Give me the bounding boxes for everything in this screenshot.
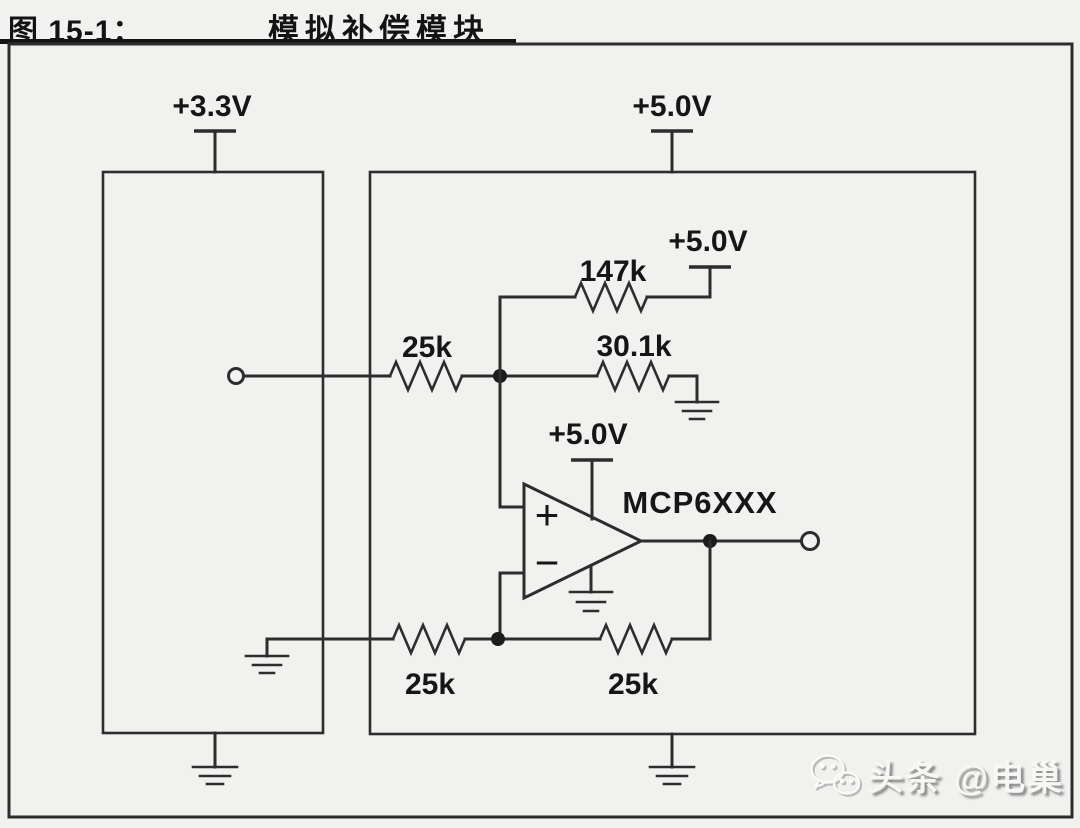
ground-bottom-icon (244, 654, 290, 675)
ground-opamp-icon (568, 590, 614, 613)
resistor-25k-top-label: 25k (402, 331, 452, 364)
caption-underline (0, 39, 516, 44)
opamp-supply-label: +5.0V (548, 418, 627, 451)
right-box-ground (648, 732, 696, 786)
divider-network: 30.1k (595, 330, 720, 421)
ground-left-box-icon (191, 765, 239, 786)
ground-right-box-icon (648, 765, 696, 786)
feedback-top-network: 147k +5.0V (498, 225, 748, 509)
input-network: 25k (227, 331, 599, 394)
ground-divider-icon (674, 400, 720, 421)
opamp-minus-sign: − (535, 539, 560, 586)
resistor-25k-bottom-left (391, 621, 467, 657)
resistor-25k-bottom-left-label: 25k (405, 668, 455, 701)
supply-3v3-label: +3.3V (172, 90, 251, 123)
resistor-30k1 (595, 358, 671, 394)
supply-3v3: +3.3V (172, 90, 252, 174)
output-network (639, 531, 820, 641)
input-terminal (227, 367, 245, 385)
figure-frame (7, 42, 1074, 819)
resistor-30k1-label: 30.1k (596, 330, 671, 363)
opamp-plus-sign: + (535, 491, 560, 538)
resistor-147k (573, 279, 649, 315)
resistor-147k-label: 147k (580, 255, 647, 288)
left-box-ground (191, 731, 239, 786)
opamp-part-number: MCP6XXX (622, 485, 777, 520)
left-module-box (101, 170, 325, 735)
junction-inverting (491, 632, 505, 646)
supply-5v-box: +5.0V (632, 90, 712, 174)
opamp-triangle (522, 481, 645, 601)
figure-caption: 图 15-1： 模拟补偿模块 (0, 0, 1080, 48)
supply-5v-feedback-label: +5.0V (668, 225, 747, 258)
output-terminal (800, 531, 820, 551)
resistor-25k-bottom-right (598, 621, 674, 657)
feedback-bottom-network: 25k 25k (244, 621, 712, 701)
resistor-25k-bottom-right-label: 25k (608, 668, 658, 701)
supply-5v-box-label: +5.0V (632, 90, 711, 123)
opamp: + − MCP6XXX +5.0V (498, 418, 777, 641)
resistor-25k-top (388, 358, 464, 394)
